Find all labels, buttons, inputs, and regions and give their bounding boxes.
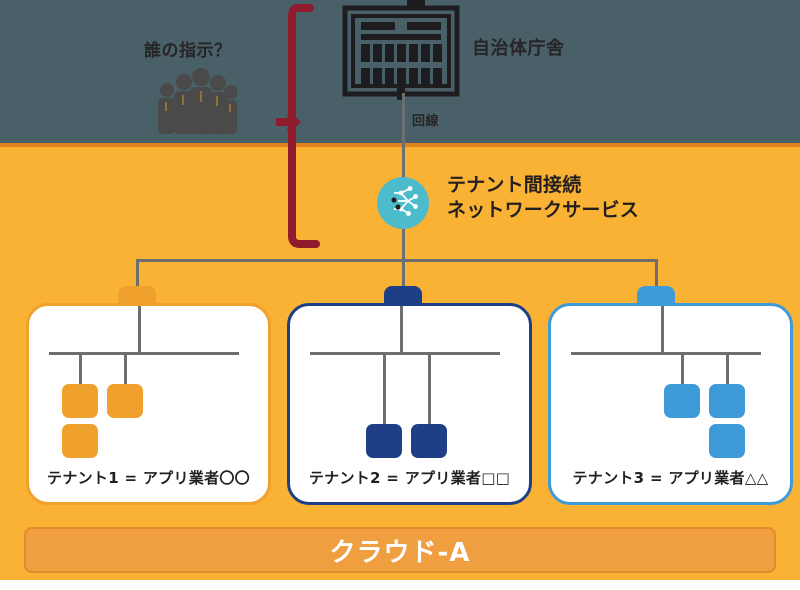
tenant3-bus-line	[571, 352, 761, 355]
service-bus-drop-line	[402, 229, 405, 261]
tenant-label-1: テナント1 = アプリ業者〇〇	[47, 469, 250, 487]
tenant3-branch-b	[726, 352, 729, 386]
service-bus-leg-tenant1	[136, 259, 139, 294]
whose-instruction-label: 誰の指示？	[144, 41, 232, 61]
govt-building-label: 自治体庁舎	[472, 38, 565, 59]
tenant2-node-b[interactable]	[411, 424, 447, 458]
tenant2-node-a[interactable]	[366, 424, 402, 458]
tenant2-branch-a	[383, 352, 386, 426]
tenant1-node-a[interactable]	[62, 384, 98, 418]
tenant-panel-3[interactable]: テナント3 = アプリ業者△△	[548, 303, 793, 505]
tenant3-branch-a	[681, 352, 684, 386]
tenant1-node-b[interactable]	[107, 384, 143, 418]
network-topology-icon	[386, 184, 420, 222]
cloud-banner-label: クラウド-A	[329, 537, 471, 568]
tenant3-node-a[interactable]	[664, 384, 700, 418]
service-bus-leg-tenant2	[402, 259, 405, 294]
service-bus-leg-tenant3	[655, 259, 658, 294]
tenant3-node-c[interactable]	[709, 424, 745, 458]
tenant1-trunk-line	[138, 306, 141, 354]
tenant-panel-1[interactable]: テナント1 = アプリ業者〇〇	[26, 303, 271, 505]
tenant2-bus-line	[310, 352, 500, 355]
tenant3-node-b[interactable]	[709, 384, 745, 418]
service-bus-horizontal-line	[136, 259, 658, 262]
tenant-label-3: テナント3 = アプリ業者△△	[572, 469, 769, 487]
tenant2-trunk-line	[400, 306, 403, 354]
cloud-banner: クラウド-A	[24, 527, 776, 573]
network-service-label: テナント間接続 ネットワークサービス	[447, 174, 640, 221]
tenant-panel-2[interactable]: テナント2 = アプリ業者□□	[287, 303, 532, 505]
crowd-of-people-icon	[155, 68, 238, 134]
instruction-path-arrow	[258, 0, 358, 255]
tenant1-bus-line	[49, 352, 239, 355]
tenant-label-2: テナント2 = アプリ業者□□	[308, 469, 511, 487]
government-building-icon	[341, 0, 461, 100]
tenant1-branch-b	[124, 352, 127, 386]
network-service-node[interactable]	[377, 177, 429, 229]
tenant2-branch-b	[428, 352, 431, 426]
building-uplink-line	[402, 93, 405, 181]
tenant1-node-c[interactable]	[62, 424, 98, 458]
line-label: 回線	[412, 114, 440, 129]
tenant1-branch-a	[79, 352, 82, 386]
bottom-edge-spacer	[0, 580, 800, 590]
tenant3-trunk-line	[661, 306, 664, 354]
